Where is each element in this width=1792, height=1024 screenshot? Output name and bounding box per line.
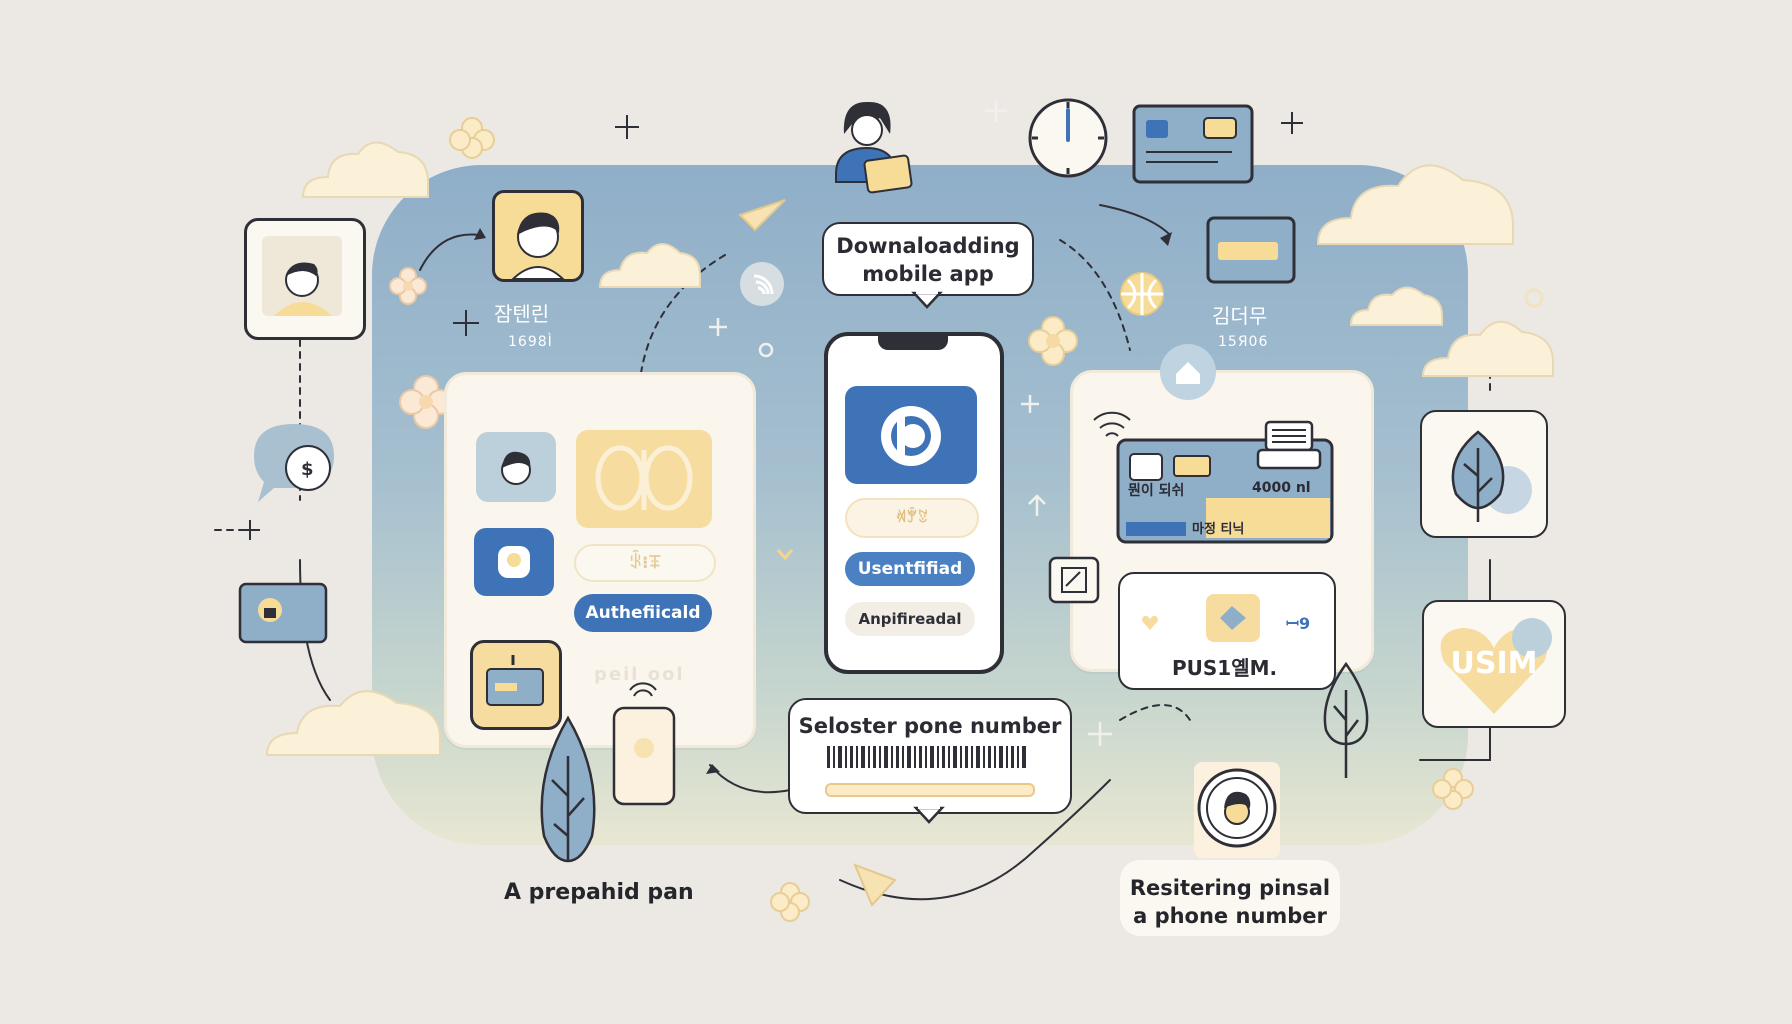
avatar-badge-icon [1194, 762, 1280, 858]
cloud-icon [301, 141, 429, 198]
app-logo-icon [881, 406, 941, 466]
empty-field[interactable]: ꂩ⁝ꔊ [574, 544, 716, 582]
heart-icon [1440, 618, 1552, 714]
wifi-signal-icon [1093, 411, 1131, 437]
home-icon [1176, 362, 1200, 384]
select-number-text: Seloster pone number [798, 714, 1062, 738]
avatar-tile [476, 432, 556, 502]
usim-card: USIM [1422, 600, 1566, 728]
caption-register-text: Resitering pinsal a phone number [1129, 876, 1331, 928]
flower-icon [1432, 768, 1474, 810]
barcode-icon [827, 746, 1026, 768]
lock-card-icon [238, 582, 328, 644]
svg-text:$: $ [301, 459, 314, 480]
tree-outline-icon [1323, 661, 1369, 778]
avatar-card-top [492, 190, 584, 282]
usim-label: USIM [1450, 646, 1538, 681]
bubble-tail [913, 805, 945, 824]
cloud-icon [598, 243, 701, 288]
app-logo-tile [845, 386, 977, 484]
arrow-up-icon [1028, 494, 1046, 516]
avatar-card-left [244, 218, 366, 340]
card-line-2: 4000 nl [1252, 480, 1311, 496]
left-profile-number: 1698Ì [508, 334, 553, 350]
bubble-tail [911, 290, 943, 309]
sim-side-label: ꟷ9 [1286, 614, 1311, 633]
face-scan-tile [576, 430, 712, 528]
wifi-icon [740, 262, 784, 306]
cloud-icon [1421, 320, 1554, 377]
person-avatar-icon [262, 236, 342, 316]
sim-chip-icon [1206, 594, 1260, 642]
card-strip: 마정 티닉 [1192, 522, 1245, 537]
credit-card-icon [1116, 438, 1334, 544]
money-chat-icon: $ [254, 424, 334, 502]
card-icon [486, 655, 544, 706]
id-card-icon [1132, 104, 1254, 184]
download-app-bubble: Downaloadding mobile app [822, 222, 1034, 296]
contact-tile[interactable] [474, 528, 554, 596]
cloud-icon [265, 690, 441, 756]
left-profile-name: 잠텐린 [494, 302, 550, 326]
printer-icon [1256, 420, 1322, 470]
caption-register-number [1120, 860, 1340, 936]
chevron-down-icon [776, 549, 794, 561]
right-profile-number: 15Я06 [1218, 334, 1269, 350]
woman-with-laptop-icon [835, 101, 913, 194]
payment-card-icon [1206, 216, 1296, 284]
tree-icon [540, 715, 596, 863]
home-icon-badge [1160, 344, 1216, 400]
leaf-icon [1451, 430, 1532, 522]
card-line-1: 뭔이 되쉬 [1128, 483, 1185, 499]
globe-icon [1120, 272, 1164, 316]
flower-icon [770, 882, 810, 922]
caption-prepaid-plan: A prepahid pan [504, 880, 694, 905]
progress-bar [825, 783, 1035, 797]
approve-button[interactable]: Anpifireadal [845, 602, 975, 636]
sim-text: PUS1옐M. [1172, 656, 1278, 680]
cloud-icon [1349, 286, 1443, 326]
leaf-card [1420, 410, 1548, 538]
smartphone-icon [612, 682, 676, 806]
phone-input-field[interactable]: ꄊꂕꃔ [845, 498, 979, 538]
flower-icon [1028, 316, 1078, 366]
person-avatar-icon [510, 212, 566, 280]
panel-footer-text: peil ool [594, 664, 685, 685]
card-tile [470, 640, 562, 730]
identify-button[interactable]: Usentfifiad [845, 552, 975, 586]
person-avatar-icon [501, 451, 531, 485]
select-number-bubble: Seloster pone number [788, 698, 1072, 814]
authenticate-button[interactable]: Authefiicald [574, 594, 712, 632]
user-icon [498, 546, 530, 578]
clock-icon [1028, 98, 1108, 178]
edit-icon[interactable] [1048, 556, 1100, 604]
right-profile-name: 김더무 [1212, 304, 1268, 328]
phone-notch [878, 336, 948, 350]
flower-icon [449, 117, 495, 159]
face-scan-icon [595, 445, 693, 511]
flower-icon [389, 267, 427, 305]
heart-icon [1142, 615, 1158, 630]
cloud-icon [1316, 164, 1514, 245]
